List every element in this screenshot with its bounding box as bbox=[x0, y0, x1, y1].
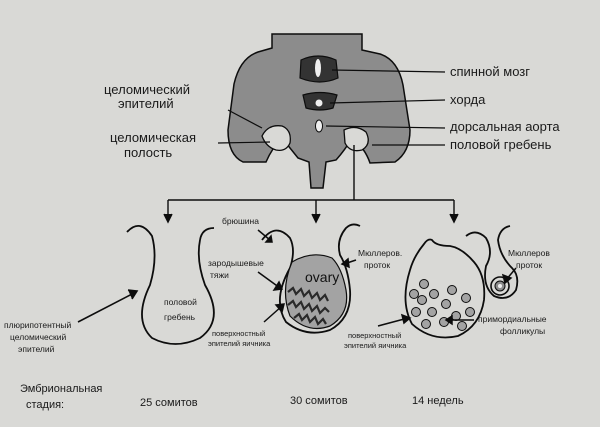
label-spinal-cord: спинной мозг bbox=[450, 64, 530, 79]
follicles bbox=[409, 279, 475, 331]
label-peritoneum: брюшина bbox=[222, 216, 259, 226]
arrow-pluripotent bbox=[77, 289, 139, 323]
label-ovary: ovary bbox=[305, 269, 339, 285]
coelomic-cavity-left bbox=[261, 125, 291, 151]
label-notochord: хорда bbox=[450, 92, 486, 107]
label-primordial-follicles-2: фолликулы bbox=[500, 326, 545, 336]
label-stage1-ridge-1: половой bbox=[164, 297, 197, 307]
label-primordial-follicles-1: примордиальные bbox=[478, 314, 547, 324]
stage3-outline bbox=[404, 238, 486, 339]
dorsal-aorta bbox=[315, 119, 323, 133]
label-stage-30: 30 сомитов bbox=[290, 395, 348, 407]
label-genital-ridge: половой гребень bbox=[450, 137, 552, 152]
label-embryonic-stage-1: Эмбриональная bbox=[20, 383, 102, 395]
label-mullerian-2-1: Мюллеров bbox=[508, 248, 550, 258]
label-mullerian-1-1: Мюллеров. bbox=[358, 248, 402, 258]
label-stage-14w: 14 недель bbox=[412, 395, 464, 407]
stage2-outline bbox=[261, 223, 361, 334]
arrows-stage2 bbox=[257, 229, 357, 323]
label-mullerian-2-2: проток bbox=[516, 260, 542, 270]
label-ovarian-surface-2-1: поверхностный bbox=[348, 331, 401, 340]
stage3-follicles bbox=[404, 225, 519, 339]
label-stage1-ridge-2: гребень bbox=[164, 312, 196, 322]
leader-coelomic-cavity bbox=[217, 141, 271, 144]
label-ovarian-surface-1-1: поверхностный bbox=[212, 329, 265, 338]
label-coelomic-epithelium-2: эпителий bbox=[118, 96, 174, 111]
label-ovarian-surface-1-2: эпителий яичника bbox=[208, 339, 271, 348]
label-coelomic-cavity-1: целомическая bbox=[110, 130, 196, 145]
stage2-ovary: ovary bbox=[261, 223, 361, 334]
mullerian-duct-wall bbox=[465, 225, 519, 299]
leader-coelomic-epithelium bbox=[227, 109, 263, 129]
label-pluripotent-1: плюрипотентный bbox=[4, 320, 71, 330]
label-coelomic-epithelium-1: целомический bbox=[104, 82, 190, 97]
coelomic-cavity-right bbox=[343, 126, 369, 152]
spinal-canal bbox=[315, 59, 321, 77]
leader-notochord bbox=[329, 99, 446, 104]
embryo-body bbox=[227, 33, 411, 189]
label-pluripotent-3: эпителий bbox=[18, 344, 55, 354]
label-ovarian-surface-2-2: эпителий яичника bbox=[344, 341, 407, 350]
label-embryonic-stage-2: стадия: bbox=[26, 399, 64, 411]
embryo-cross-section bbox=[217, 33, 446, 189]
arrows-stage3 bbox=[377, 267, 517, 327]
label-stage-25: 25 сомитов bbox=[140, 397, 198, 409]
label-mullerian-1-2: проток bbox=[364, 260, 390, 270]
sex-cords bbox=[287, 286, 330, 326]
ovary-body bbox=[284, 254, 348, 329]
label-sex-cords-1: зародышевые bbox=[208, 258, 264, 268]
leader-dorsal-aorta bbox=[325, 125, 446, 129]
label-sex-cords-2: тяжи bbox=[210, 270, 229, 280]
notochord-core bbox=[315, 99, 323, 107]
label-dorsal-aorta: дорсальная аорта bbox=[450, 119, 560, 134]
label-coelomic-cavity-2: полость bbox=[124, 145, 172, 160]
stage1-genital-ridge bbox=[126, 225, 215, 345]
label-pluripotent-2: целомический bbox=[10, 332, 66, 342]
connector-tree bbox=[163, 145, 459, 224]
leader-spinal-cord bbox=[331, 69, 446, 73]
